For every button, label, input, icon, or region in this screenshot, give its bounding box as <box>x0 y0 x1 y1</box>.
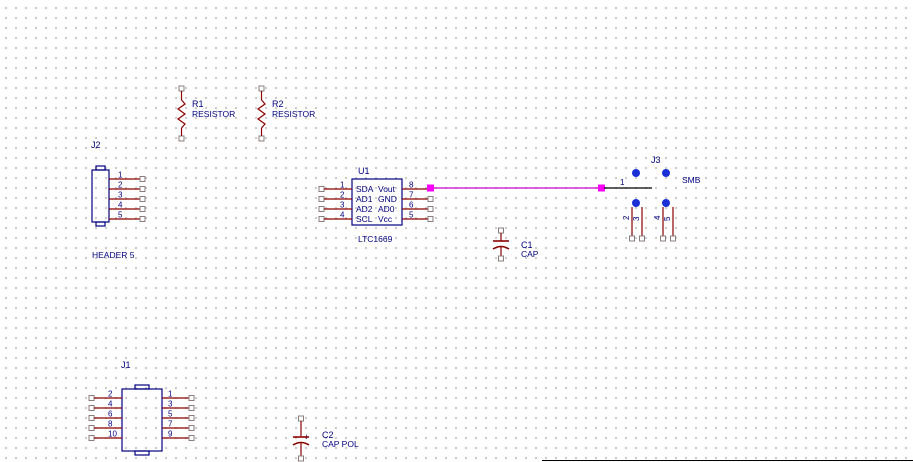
j1-right-pin-terminal[interactable] <box>188 435 195 441</box>
j2-pin-number: 5 <box>118 211 123 220</box>
j3-pin-3-number: 3 <box>632 216 641 221</box>
ic-u1[interactable]: U1 1 SDA 2 AD1 3 AD2 4 SCL 8 Vout 7 GND 6 AD0 5 Vcc LTC… <box>318 166 434 244</box>
j1-pin-number: 4 <box>108 400 113 409</box>
u1-pin-name-left: AD1 <box>356 194 373 204</box>
j2-pin-number: 2 <box>118 181 123 190</box>
j1-right-pin-terminal[interactable] <box>188 415 195 421</box>
j3-pin-5-number: 5 <box>663 216 672 221</box>
r2-value-label: RESISTOR <box>272 109 315 119</box>
j2-pin-terminal[interactable] <box>139 176 146 182</box>
j1-pin-number: 2 <box>108 390 113 399</box>
j1-right-pin-terminal[interactable] <box>188 405 195 411</box>
u1-value-label: LTC1669 <box>358 234 393 244</box>
j1-left-pin-terminal[interactable] <box>88 405 95 411</box>
j1-pin-number: 7 <box>168 420 173 429</box>
j3-value-label: SMB <box>682 175 701 185</box>
connector-j3-smb[interactable]: J3 SMB 1 2 3 4 5 <box>604 155 701 242</box>
wire-junction-left <box>427 184 434 192</box>
u1-pin-number: 5 <box>409 211 414 220</box>
net-wire-vout[interactable] <box>427 184 605 192</box>
j1-pin-number: 9 <box>168 430 173 439</box>
u1-pin-number: 1 <box>340 181 345 190</box>
c2-ref-label: C2 <box>322 430 334 440</box>
j2-pin-number: 1 <box>118 171 123 180</box>
j2-pin-terminal[interactable] <box>139 186 146 192</box>
smb-contact-bottom-right <box>662 199 670 207</box>
j3-pin-1-number: 1 <box>620 178 625 187</box>
u1-pin-name-right: Vout <box>378 184 396 194</box>
c1-ref-label: C1 <box>521 240 533 250</box>
u1-pin-number: 3 <box>340 201 345 210</box>
capacitor-c2-polarized[interactable]: + C2 CAP POL <box>292 415 359 462</box>
j1-pin-number: 6 <box>108 410 113 419</box>
u1-pin-name-right: GND <box>378 194 397 204</box>
j1-left-pin-terminal[interactable] <box>88 395 95 401</box>
j2-pin-terminal[interactable] <box>139 206 146 212</box>
c1-value-label: CAP <box>521 249 539 259</box>
u1-left-pin-terminal[interactable] <box>318 196 325 202</box>
j1-ref-label: J1 <box>121 360 131 370</box>
resistor-r1[interactable]: R1 RESISTOR <box>176 85 235 142</box>
u1-right-pin-terminal[interactable] <box>427 206 434 212</box>
r1-ref-label: R1 <box>192 99 204 109</box>
u1-pin-name-left: AD2 <box>356 204 373 214</box>
u1-ref-label: U1 <box>358 166 370 176</box>
j1-pin-number: 1 <box>168 390 173 399</box>
j2-pin-terminal[interactable] <box>139 216 146 222</box>
smb-contact-bottom-left <box>632 199 640 207</box>
r2-ref-label: R2 <box>272 99 284 109</box>
j1-left-pin-terminal[interactable] <box>88 425 95 431</box>
smb-contact-top-right <box>662 169 670 177</box>
r1-value-label: RESISTOR <box>192 109 235 119</box>
u1-pin-name-right: AD0 <box>378 204 395 214</box>
u1-pin-name-left: SCL <box>356 214 373 224</box>
smb-contact-top-left <box>632 169 640 177</box>
capacitor-c1[interactable]: C1 CAP <box>492 227 539 262</box>
j1-right-pin-terminal[interactable] <box>188 425 195 431</box>
j1-pin-number: 10 <box>108 430 117 439</box>
u1-pin-number: 8 <box>409 181 414 190</box>
u1-left-pin-terminal[interactable] <box>318 186 325 192</box>
j1-pin-number: 8 <box>108 420 113 429</box>
u1-right-pin-terminal[interactable] <box>427 196 434 202</box>
j3-ref-label: J3 <box>651 155 661 165</box>
u1-left-pin-terminal[interactable] <box>318 216 325 222</box>
j3-pin-4-number: 4 <box>653 215 662 220</box>
u1-pin-name-left: SDA <box>356 184 374 194</box>
resistor-r2[interactable]: R2 RESISTOR <box>256 85 315 142</box>
u1-pin-name-right: Vcc <box>378 214 393 224</box>
j2-pin-terminal[interactable] <box>139 196 146 202</box>
j3-pin-2-number: 2 <box>622 215 631 220</box>
u1-pin-number: 4 <box>340 211 345 220</box>
j1-pin-number: 5 <box>168 410 173 419</box>
j1-right-pin-terminal[interactable] <box>188 395 195 401</box>
j2-value-label: HEADER 5 <box>92 250 135 260</box>
c2-value-label: CAP POL <box>322 439 359 449</box>
j1-pin-number: 3 <box>168 400 173 409</box>
j1-left-pin-terminal[interactable] <box>88 435 95 441</box>
u1-right-pin-terminal[interactable] <box>427 216 434 222</box>
u1-pin-number: 2 <box>340 191 345 200</box>
wire-junction-right <box>598 184 605 192</box>
j1-left-pin-terminal[interactable] <box>88 415 95 421</box>
u1-pin-number: 6 <box>409 201 414 210</box>
j2-pin-number: 4 <box>118 201 123 210</box>
j2-ref-label: J2 <box>91 140 101 150</box>
u1-pin-number: 7 <box>409 191 414 200</box>
u1-left-pin-terminal[interactable] <box>318 206 325 212</box>
j2-pin-number: 3 <box>118 191 123 200</box>
